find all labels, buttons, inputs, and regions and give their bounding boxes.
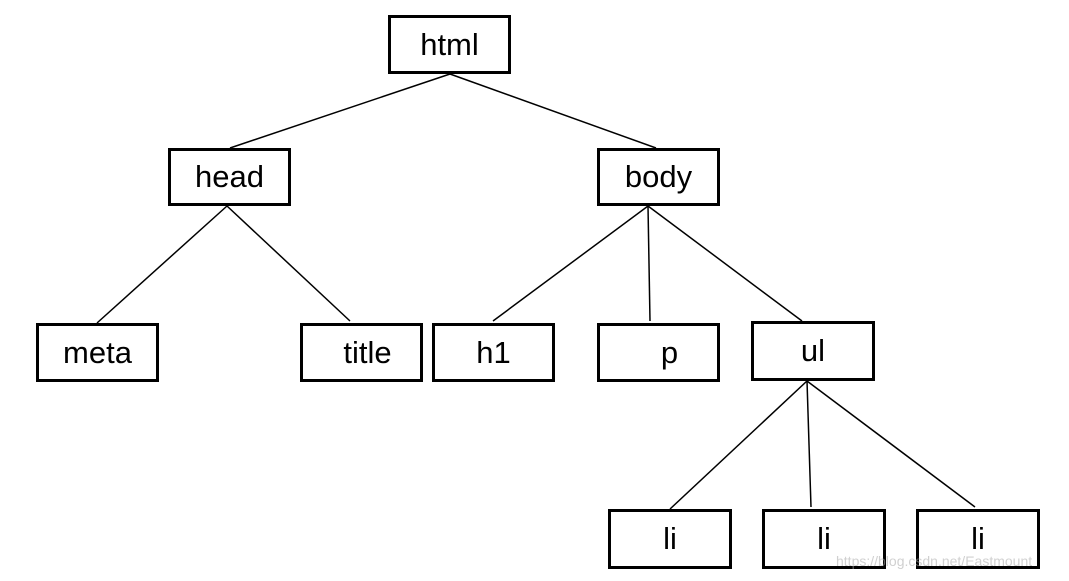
- node-li-1-label: li: [663, 521, 677, 556]
- node-ul-label: ul: [800, 333, 826, 368]
- watermark-text: https://blog.csdn.net/Eastmount: [836, 553, 1033, 569]
- edge-head-title: [226, 205, 351, 322]
- edge-html-head: [229, 73, 451, 149]
- node-li-2: li: [762, 509, 886, 569]
- edge-body-h1: [492, 205, 649, 322]
- edge-head-meta: [96, 205, 228, 324]
- node-li-1: li: [608, 509, 732, 569]
- node-html: html: [388, 15, 511, 74]
- node-body-label: body: [624, 159, 693, 194]
- node-body: body: [597, 148, 720, 206]
- node-li-3: li: [916, 509, 1040, 569]
- node-head: head: [168, 148, 291, 206]
- node-h1-label: h1: [476, 334, 511, 370]
- node-h1: h1: [432, 323, 555, 382]
- node-p-label: p: [660, 334, 679, 370]
- node-li-3-label: li: [971, 521, 985, 556]
- node-li-2-label: li: [817, 521, 831, 556]
- node-meta-label: meta: [63, 334, 132, 370]
- edge-ul-li1: [669, 380, 808, 510]
- edge-body-p: [647, 205, 651, 322]
- node-ul: ul: [751, 321, 875, 381]
- node-title: title: [300, 323, 423, 382]
- node-p: p: [597, 323, 720, 382]
- edge-body-ul: [647, 205, 803, 322]
- edge-ul-li3: [806, 380, 976, 508]
- node-meta: meta: [36, 323, 159, 382]
- node-html-label: html: [420, 26, 479, 62]
- node-title-label: title: [343, 334, 392, 370]
- edge-ul-li2: [806, 380, 812, 508]
- node-head-label: head: [195, 159, 264, 194]
- edge-html-body: [449, 73, 657, 149]
